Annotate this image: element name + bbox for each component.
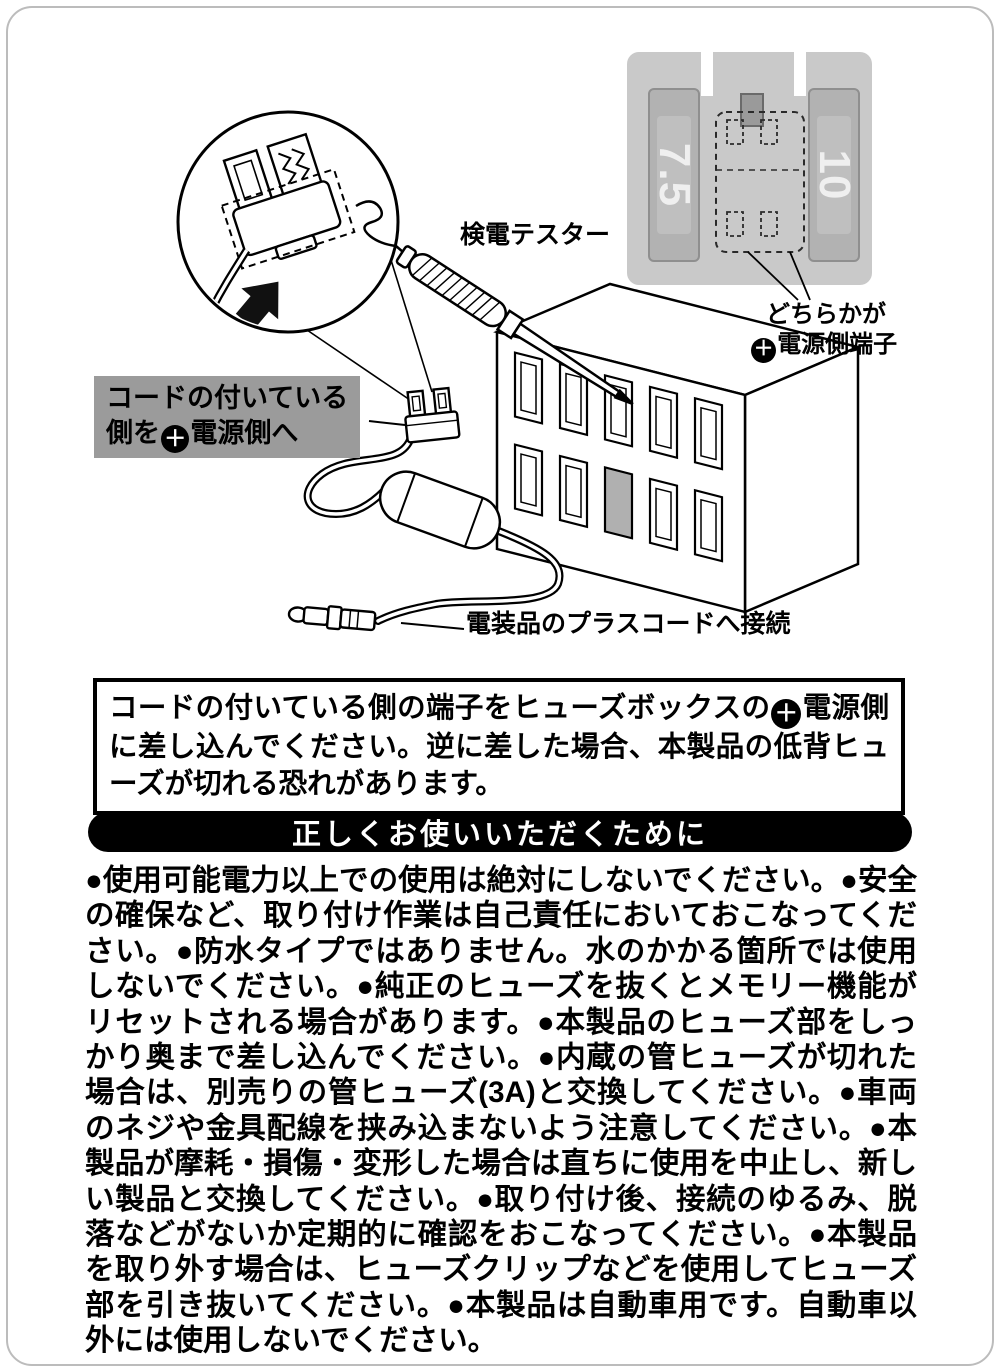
insertion-notice-box: コードの付いている側の端子をヒューズボックスの＋電源側に差し込んでください。逆に… [93,678,905,815]
circuit-tester [355,200,634,406]
direction-arrow-icon [235,281,279,329]
callout-line1: コードの付いている [106,383,349,413]
connector-terminal [287,605,377,632]
notice-part2: 電源側に差し込んでください。逆に差した場合、本製品の低背ヒューズが切れる恐れがあ… [109,692,889,800]
inset-caption-line1: どちらかが [766,301,886,328]
line-art [176,52,862,632]
magnified-fuse-detail [207,132,356,329]
inset-caption: どちらかが ＋電源側端子 [750,300,897,363]
empty-power-slot [603,466,634,540]
tester-label: 検電テスター [460,221,611,249]
fuse-power-cord-product [287,386,564,632]
fuse-outline-dashed [715,111,805,253]
callout-leader-line [368,420,406,426]
low-profile-fuse-plug [404,386,461,444]
callout-line2-pre: 側を [106,418,160,448]
inset-pointer-lines [747,251,811,301]
inset-caption-line2: 電源側端子 [777,331,898,358]
connect-leader-line [400,622,465,630]
usage-warnings-text: ●使用可能電力以上での使用は絶対にしないでください。●安全の確保など、取り付け作… [85,864,917,1358]
fuse-box [493,282,862,614]
notice-part1: コードの付いている側の端子をヒューズボックスの [109,692,771,724]
inset-overlays [701,52,811,301]
slot-terminal [740,93,764,127]
installation-illustration: 7.5 10 [0,0,1000,672]
fuse-10: 10 [808,88,860,262]
fuse-slots [495,330,747,614]
fuse-7-5: 7.5 [648,88,700,262]
fuse-window [657,116,691,234]
power-side-callout: コードの付いている 側を＋電源側へ [94,376,361,459]
connect-label: 電装品のプラスコードへ接続 [466,610,791,638]
tube-fuse-holder [378,470,502,550]
plus-power-icon: ＋ [161,424,190,454]
tester-tip [613,388,634,406]
tester-wire [355,200,411,259]
plus-power-icon: ＋ [771,698,802,729]
fusebox-detail-inset: 7.5 10 [627,52,872,285]
fuse-window [817,116,851,234]
plus-power-icon: ＋ [751,337,777,363]
callout-line2-post: 電源側へ [190,418,299,448]
zoom-cone-lines [306,259,433,401]
section-heading: 正しくお使いいただくために [88,812,912,852]
